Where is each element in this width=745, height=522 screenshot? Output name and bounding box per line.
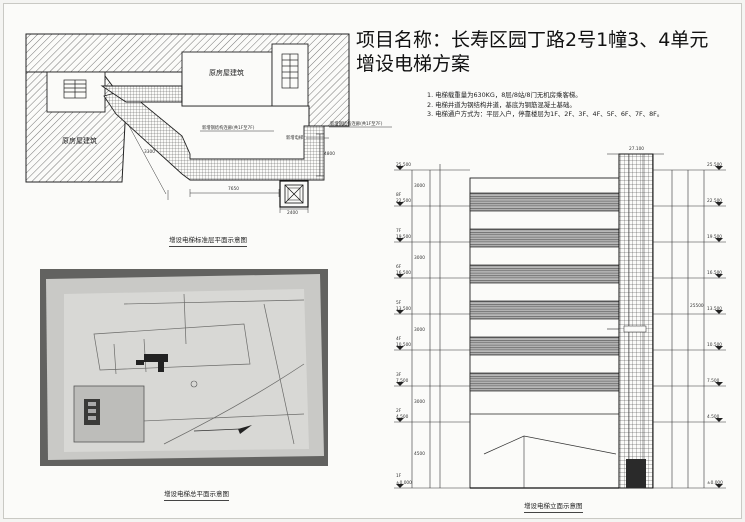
plan-tag-corridor-2: 新增钢结构连廊(共1F至7F) bbox=[330, 122, 383, 127]
elev-dim: 3000 bbox=[414, 400, 425, 405]
elev-level-right: 13.500 bbox=[707, 307, 723, 312]
plan-label-existing-top: 原房屋建筑 bbox=[209, 69, 244, 77]
elev-level-right: 16.500 bbox=[707, 271, 723, 276]
elev-level-left: 13.500 bbox=[396, 307, 412, 312]
elev-level-left: 25.500 bbox=[396, 163, 412, 168]
elev-level-right: 10.500 bbox=[707, 343, 723, 348]
plan-caption: 增设电梯标准层平面示意图 bbox=[169, 236, 247, 247]
corridor-bands bbox=[469, 192, 620, 392]
plan-tag-elevator: 新增电梯 bbox=[286, 136, 304, 141]
elev-level-left: ±0.000 bbox=[396, 481, 412, 486]
elev-floor-left: 1F bbox=[396, 474, 402, 479]
project-title: 项目名称：长寿区园丁路2号1幢3、4单元 增设电梯方案 bbox=[356, 28, 708, 76]
elev-dim: 4500 bbox=[414, 452, 425, 457]
elev-dim: 3000 bbox=[414, 184, 425, 189]
elev-floor-left: 5F bbox=[396, 301, 402, 306]
plan-dim-elevator: 2400 bbox=[287, 211, 298, 216]
plan-label-existing-left: 原房屋建筑 bbox=[62, 137, 97, 145]
floor-plan-drawing bbox=[25, 33, 726, 489]
elev-level-right: 7.500 bbox=[707, 379, 720, 384]
elev-floor-left: 8F bbox=[396, 193, 402, 198]
elev-level-right: ±0.000 bbox=[707, 481, 723, 486]
elev-level-left: 10.500 bbox=[396, 343, 412, 348]
plan-dim-left: 3300 bbox=[144, 150, 155, 155]
elev-level-right: 25.500 bbox=[707, 163, 723, 168]
elev-dim: 3000 bbox=[414, 328, 425, 333]
elev-level-right: 19.500 bbox=[707, 235, 723, 240]
note-1: 1. 电梯载重量为630KG，8层/8站/8门无机房乘客梯。 bbox=[427, 91, 582, 99]
elev-floor-left: 4F bbox=[396, 337, 402, 342]
elev-level-left: 16.500 bbox=[396, 271, 412, 276]
elev-top-level: 27.100 bbox=[629, 147, 645, 152]
elev-floor-left: 7F bbox=[396, 229, 402, 234]
site-caption: 增设电梯总平面示意图 bbox=[164, 490, 229, 501]
plan-dim-right: 4800 bbox=[324, 152, 335, 157]
note-2: 2. 电梯井道为钢结构井道，基底为钢筋混凝土基础。 bbox=[427, 100, 576, 109]
elev-level-right: 22.500 bbox=[707, 199, 723, 204]
elev-level-right: 4.500 bbox=[707, 415, 720, 420]
plan-tag-corridor-1: 新增钢结构连廊(共1F至7F) bbox=[202, 126, 255, 131]
elev-total-height: 25500 bbox=[690, 304, 704, 309]
elev-level-left: 19.500 bbox=[396, 235, 412, 240]
elev-dim: 3000 bbox=[414, 256, 425, 261]
plan-dim-bottom: 7650 bbox=[228, 187, 239, 192]
project-title-line1: 项目名称：长寿区园丁路2号1幢3、4单元 bbox=[356, 29, 709, 51]
elev-floor-left: 2F bbox=[396, 409, 402, 414]
elevation-caption: 增设电梯立面示意图 bbox=[524, 502, 583, 513]
design-notes: 1. 电梯载重量为630KG，8层/8站/8门无机房乘客梯。 2. 电梯井道为钢… bbox=[427, 91, 663, 120]
drawing-sheet: 项目名称：长寿区园丁路2号1幢3、4单元 增设电梯方案 1. 电梯载重量为630… bbox=[3, 3, 742, 519]
project-title-line2: 增设电梯方案 bbox=[356, 53, 471, 75]
elev-level-left: 22.500 bbox=[396, 199, 412, 204]
elev-floor-left: 3F bbox=[396, 373, 402, 378]
elev-level-left: 7.500 bbox=[396, 379, 409, 384]
note-3: 3. 电梯通户方式为：平层入户，停靠楼层为1F、2F、3F、4F、5F、6F、7… bbox=[427, 110, 664, 118]
elev-level-left: 4.500 bbox=[396, 415, 409, 420]
elev-floor-left: 6F bbox=[396, 265, 402, 270]
